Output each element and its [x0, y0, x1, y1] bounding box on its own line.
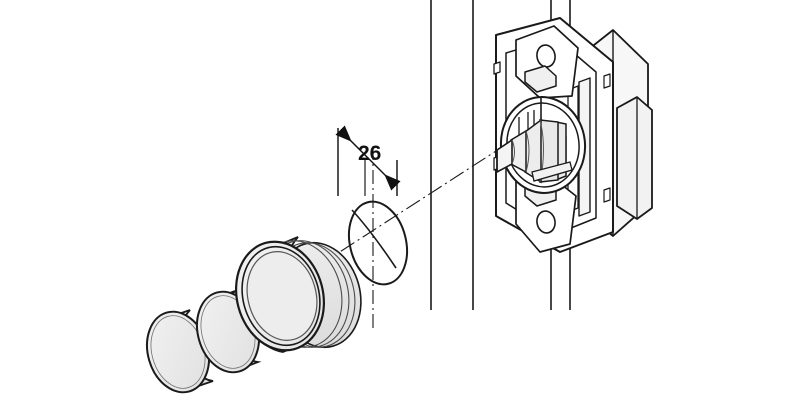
housing-notch-upper-left [493, 61, 501, 75]
dimension-26: 26 [335, 125, 401, 196]
spindle-assembly [496, 96, 587, 194]
snap-tab-top [524, 65, 557, 93]
bore-outer-ellipse [347, 200, 409, 286]
housing-notch-lower-right [603, 187, 611, 203]
dimension-line-26 [335, 125, 401, 191]
cam-contour-b [525, 130, 530, 173]
bore-inner-curve [351, 209, 397, 269]
knob-face-groove-outer [241, 245, 321, 347]
door-panel-bore [347, 200, 409, 286]
screw-hole-bottom [536, 210, 556, 234]
push-button-knob [234, 236, 362, 353]
cam-contour-c [511, 139, 515, 165]
screw-hole-top [536, 44, 556, 68]
dimension-label-26: 26 [358, 142, 381, 165]
housing-notch-upper-right [603, 73, 611, 89]
cover-cap-front [146, 309, 214, 394]
latch-bolt [616, 96, 653, 220]
knob-face-recess [246, 251, 318, 341]
cam-tongue [531, 161, 573, 182]
